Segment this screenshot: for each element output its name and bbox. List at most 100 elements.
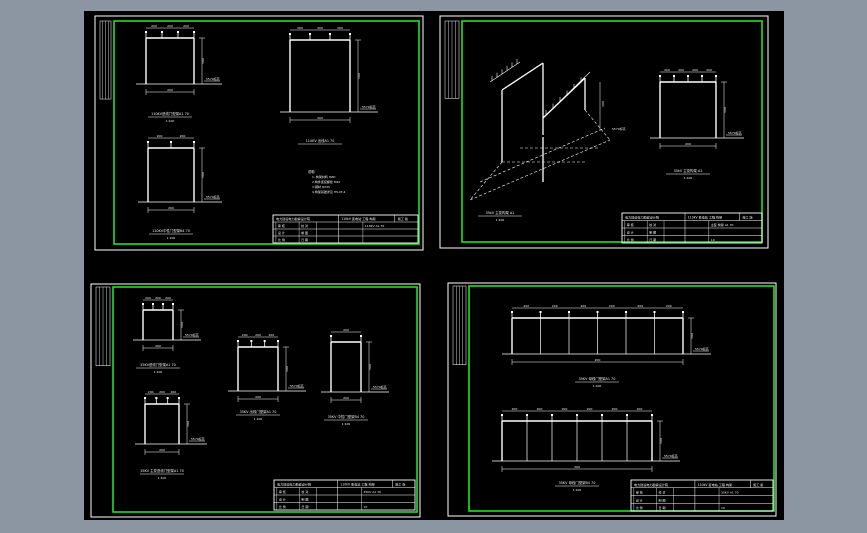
drawing-caption: 35kV 主变构架 A1 [486,210,515,215]
dimension-value: 200 [523,304,529,308]
insulator-cap [626,414,628,416]
dimension-value: 500 [357,73,361,79]
dimension-value: 200 [637,304,643,308]
dimension-value: 200 [148,390,154,394]
dimension-value: 200 [562,407,568,411]
drawing-scale: 1:100 [166,119,175,123]
insulator-cap [360,335,362,337]
insulator-cap [673,75,675,77]
cad-canvas [84,11,784,520]
ground-grid [584,109,611,141]
iso-beam-top [489,61,521,83]
insulator-cap [568,311,570,313]
title-block-field: 校 对 [301,223,308,228]
insulator-cap [172,303,174,305]
dimension-value: 200 [537,407,543,411]
insulator-cap [687,75,689,77]
insulator-cap [193,141,195,143]
drawing-caption: 35KV进线门型架A1 70 [140,362,176,367]
dimension-value: 200 [157,134,163,138]
title-block-field: 审 核 [279,489,286,494]
insulator-cap [263,340,266,342]
title-block-field: 校 对 [649,222,656,227]
insulator-cap [511,311,513,313]
title-block-stage: 施工 版 [395,482,405,487]
title-block-field: 主变 构架 A1 70 [711,222,734,227]
notes-heading: 说明: [308,169,315,174]
title-block-field: 110KV A1 70 [365,224,385,228]
insulator-cap [653,311,656,313]
title-block-project: 110kV 变电站 工程 构架 [340,482,374,487]
note-line: 2.构件连接螺栓 M20 [312,179,340,184]
drawing-caption: 35KV 中性门型架B4 70 [328,414,365,419]
title-block-stage: 施工 版 [742,215,752,220]
insulator-cap [715,75,717,77]
drawing-sheet: 200 200 200 200 200 200 200 500 5570标高 35KV 母线门型架… [447,282,777,517]
insulator-cap [162,303,164,305]
title-block-field: 日 期 [649,237,656,242]
insulator-cap [142,303,144,305]
title-block-field: 10 [363,505,367,509]
dimension-value: 200 [685,142,691,146]
insulator-cap [178,397,180,399]
title-block-field: 日 期 [301,237,308,242]
elevation-label: 5570标高 [373,384,387,389]
insulator-cap [193,31,195,33]
iso-beam-top [542,71,591,119]
insulator-cap [170,141,172,143]
drawing-caption: 35KV 母线门型架A1 70 [579,376,616,381]
insulator-cap [601,414,603,416]
insulator-cap [289,33,291,35]
drawing-scale: 1:100 [684,176,693,180]
dimension-value: 200 [512,407,518,411]
dimension-value: 500 [201,58,205,64]
insulator-cap [250,340,253,342]
elevation-label: 5570标高 [664,453,678,458]
drawing-scale: 1:100 [593,384,602,388]
insulator-cap [682,311,684,313]
title-block-field: 校 对 [301,489,308,494]
note-line: 4.构架基础详见 H5-XT-4 [312,189,346,194]
dimension-value: 200 [595,358,601,362]
dimension-value: 200 [317,116,323,120]
insulator-cap [596,311,599,313]
title-block-field: 审 核 [627,222,634,227]
title-block-field: 制 图 [659,497,666,502]
dimension-value: 500 [723,107,727,113]
dimension-value: 200 [678,68,684,72]
dimension-value: 200 [297,26,303,30]
ground-grid [469,139,611,201]
insulator-cap [144,397,146,399]
insulator-cap [501,414,503,416]
sheet-border [90,283,421,518]
dimension-value: 200 [180,134,186,138]
dimension-value: 500 [659,438,663,444]
title-block-field: 比 例 [279,504,286,509]
elevation-label: 5570标高 [728,130,742,135]
sheet-border [94,15,424,251]
elevation-label: 5570标高 [362,104,376,109]
dimension-value: 200 [155,296,161,300]
title-block-field: 设 计 [636,497,643,502]
dimension-value: 200 [317,26,323,30]
insulator-cap [145,31,147,33]
drawing-caption: 35KV 出线门型架A1 70 [240,409,277,414]
dimension-value: 200 [692,68,698,72]
insulator-cap [625,311,627,313]
note-line: 3.钢材 Q235 [312,184,330,189]
elevation-label: 5570标高 [185,332,199,337]
sheet-border [447,282,777,517]
title-block-project: 110kV 变电站 工程 构架 [341,216,375,221]
dimension-value: 200 [167,24,173,28]
dimension-value: 200 [145,296,151,300]
dimension-value: 200 [552,304,558,308]
dimension-value: 200 [255,395,261,399]
note-line: 1. 构架材料 HZD [312,174,336,179]
title-block-org: 电力建设电力勘察设计院 [277,482,311,487]
iso-beam [501,62,544,91]
title-block-field: 设 计 [279,497,286,502]
ground-grid [479,127,606,183]
drawing-scale: 1:100 [496,218,505,222]
title-block-field: 10 [711,238,715,242]
